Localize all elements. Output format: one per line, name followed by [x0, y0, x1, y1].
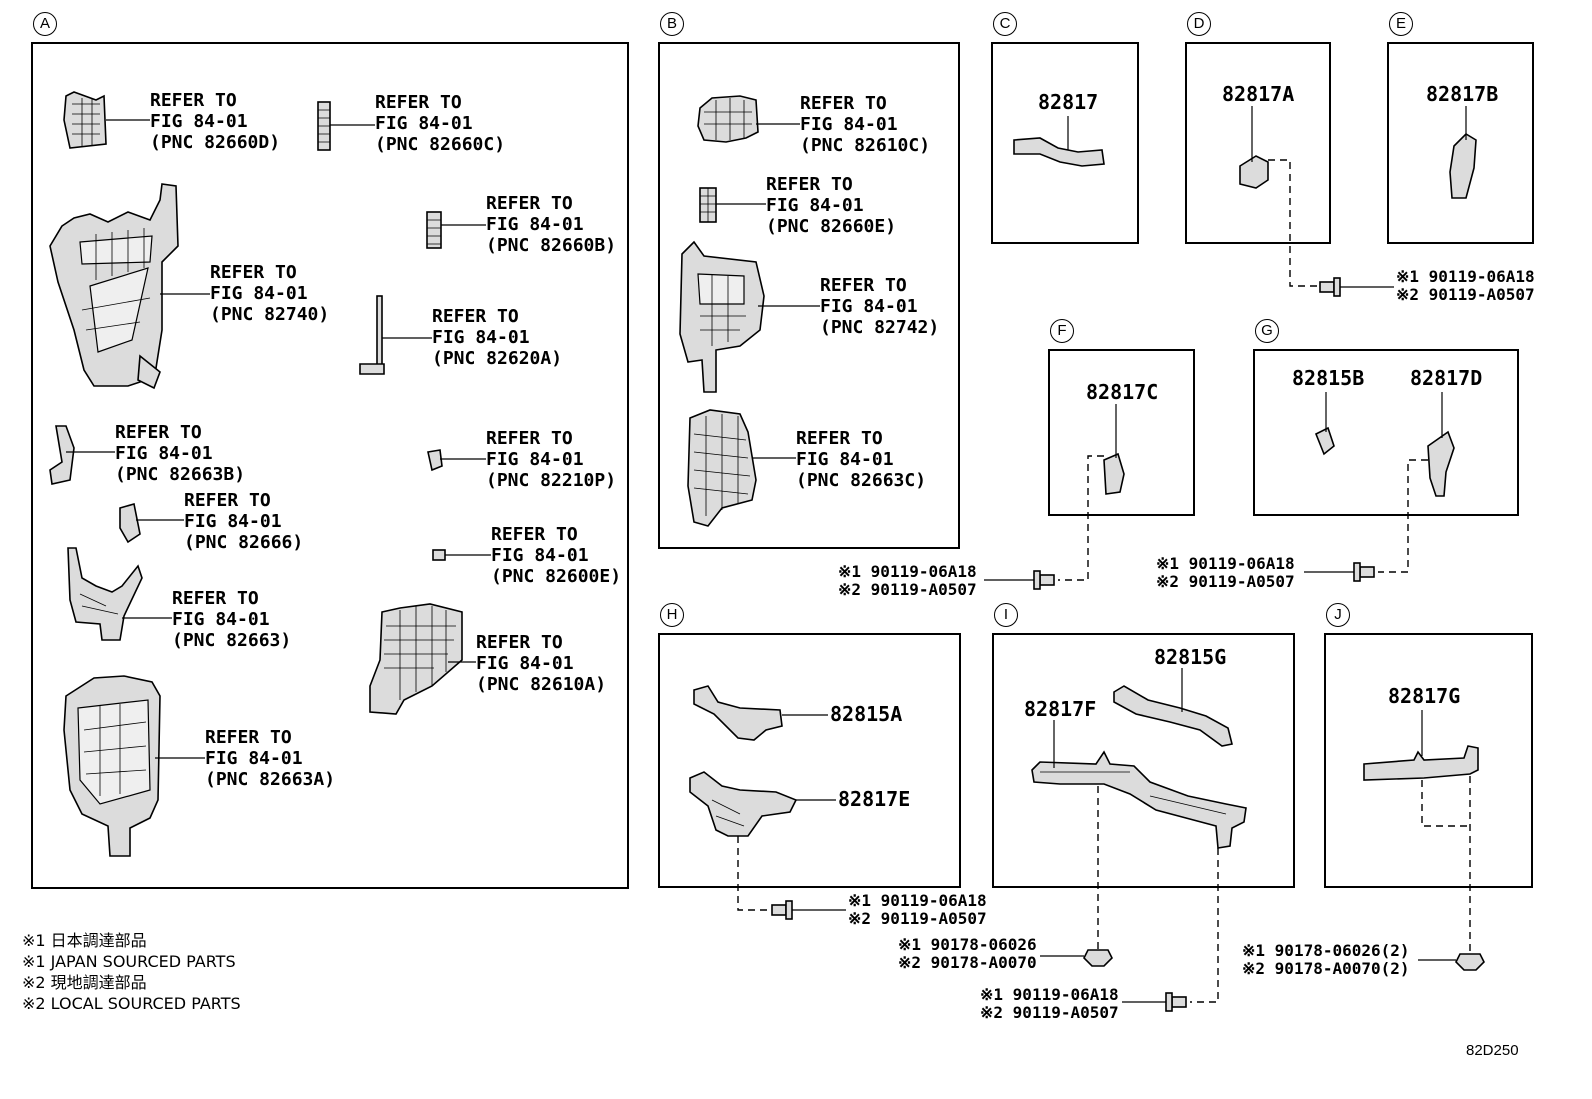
note-1-en: ※1 JAPAN SOURCED PARTS: [22, 952, 236, 971]
section-label-i: I: [994, 603, 1018, 627]
part-number-82815a[interactable]: 82815A: [830, 702, 903, 726]
refer-label-82663b[interactable]: REFER TO FIG 84-01 (PNC 82663B): [115, 422, 246, 485]
fastener-label-g[interactable]: ※1 90119-06A18 ※2 90119-A0507: [1156, 554, 1295, 591]
section-label-h: H: [660, 603, 684, 627]
section-j-box: [1324, 633, 1533, 888]
fastener-label-h[interactable]: ※1 90119-06A18 ※2 90119-A0507: [848, 891, 987, 928]
refer-label-82620a[interactable]: REFER TO FIG 84-01 (PNC 82620A): [432, 306, 563, 369]
refer-label-82660c[interactable]: REFER TO FIG 84-01 (PNC 82660C): [375, 92, 506, 155]
part-number-82817e[interactable]: 82817E: [838, 787, 911, 811]
section-f-box: [1048, 349, 1195, 516]
refer-label-82660e[interactable]: REFER TO FIG 84-01 (PNC 82660E): [766, 174, 897, 237]
refer-label-82610c[interactable]: REFER TO FIG 84-01 (PNC 82610C): [800, 93, 931, 156]
note-2-en: ※2 LOCAL SOURCED PARTS: [22, 994, 241, 1013]
refer-label-82660b[interactable]: REFER TO FIG 84-01 (PNC 82660B): [486, 193, 617, 256]
fastener-label-de[interactable]: ※1 90119-06A18 ※2 90119-A0507: [1396, 267, 1535, 304]
bolt-de: [1319, 277, 1341, 297]
fastener-label-i1[interactable]: ※1 90178-06026 ※2 90178-A0070: [898, 935, 1037, 972]
refer-label-82600e[interactable]: REFER TO FIG 84-01 (PNC 82600E): [491, 524, 622, 587]
refer-label-82663a[interactable]: REFER TO FIG 84-01 (PNC 82663A): [205, 727, 336, 790]
section-i-box: [992, 633, 1295, 888]
bolt-h: [771, 900, 793, 920]
part-number-82817f[interactable]: 82817F: [1024, 697, 1097, 721]
section-label-e: E: [1389, 12, 1413, 36]
section-c-box: [991, 42, 1139, 244]
fastener-label-i2[interactable]: ※1 90119-06A18 ※2 90119-A0507: [980, 985, 1119, 1022]
section-label-c: C: [993, 12, 1017, 36]
refer-label-82210p[interactable]: REFER TO FIG 84-01 (PNC 82210P): [486, 428, 617, 491]
section-label-f: F: [1050, 319, 1074, 343]
clip-i1: [1083, 949, 1113, 967]
part-number-82815g[interactable]: 82815G: [1154, 645, 1227, 669]
clip-j: [1455, 953, 1485, 971]
refer-label-82663c[interactable]: REFER TO FIG 84-01 (PNC 82663C): [796, 428, 927, 491]
refer-label-82610a[interactable]: REFER TO FIG 84-01 (PNC 82610A): [476, 632, 607, 695]
part-number-82817c[interactable]: 82817C: [1086, 380, 1159, 404]
note-1-jp: ※1 日本調達部品: [22, 931, 147, 950]
bolt-g: [1353, 562, 1375, 582]
note-2-jp: ※2 現地調達部品: [22, 973, 147, 992]
fastener-label-f[interactable]: ※1 90119-06A18 ※2 90119-A0507: [838, 562, 977, 599]
bolt-f: [1033, 570, 1055, 590]
refer-label-82660d[interactable]: REFER TO FIG 84-01 (PNC 82660D): [150, 90, 281, 153]
part-number-82815b[interactable]: 82815B: [1292, 366, 1365, 390]
bolt-i2: [1165, 992, 1187, 1012]
diagram-code: 82D250: [1466, 1042, 1519, 1059]
part-number-82817b[interactable]: 82817B: [1426, 82, 1499, 106]
section-h-box: [658, 633, 961, 888]
section-d-box: [1185, 42, 1331, 244]
part-number-82817[interactable]: 82817: [1038, 90, 1099, 114]
fastener-label-j[interactable]: ※1 90178-06026(2) ※2 90178-A0070(2): [1242, 941, 1410, 978]
refer-label-82740[interactable]: REFER TO FIG 84-01 (PNC 82740): [210, 262, 330, 325]
section-label-a: A: [33, 12, 57, 36]
part-number-82817a[interactable]: 82817A: [1222, 82, 1295, 106]
refer-label-82742[interactable]: REFER TO FIG 84-01 (PNC 82742): [820, 275, 940, 338]
section-label-b: B: [660, 12, 684, 36]
part-number-82817d[interactable]: 82817D: [1410, 366, 1483, 390]
part-number-82817g[interactable]: 82817G: [1388, 684, 1461, 708]
section-label-d: D: [1187, 12, 1211, 36]
section-e-box: [1387, 42, 1534, 244]
refer-label-82663[interactable]: REFER TO FIG 84-01 (PNC 82663): [172, 588, 292, 651]
section-label-j: J: [1326, 603, 1350, 627]
refer-label-82666[interactable]: REFER TO FIG 84-01 (PNC 82666): [184, 490, 304, 553]
section-label-g: G: [1255, 319, 1279, 343]
